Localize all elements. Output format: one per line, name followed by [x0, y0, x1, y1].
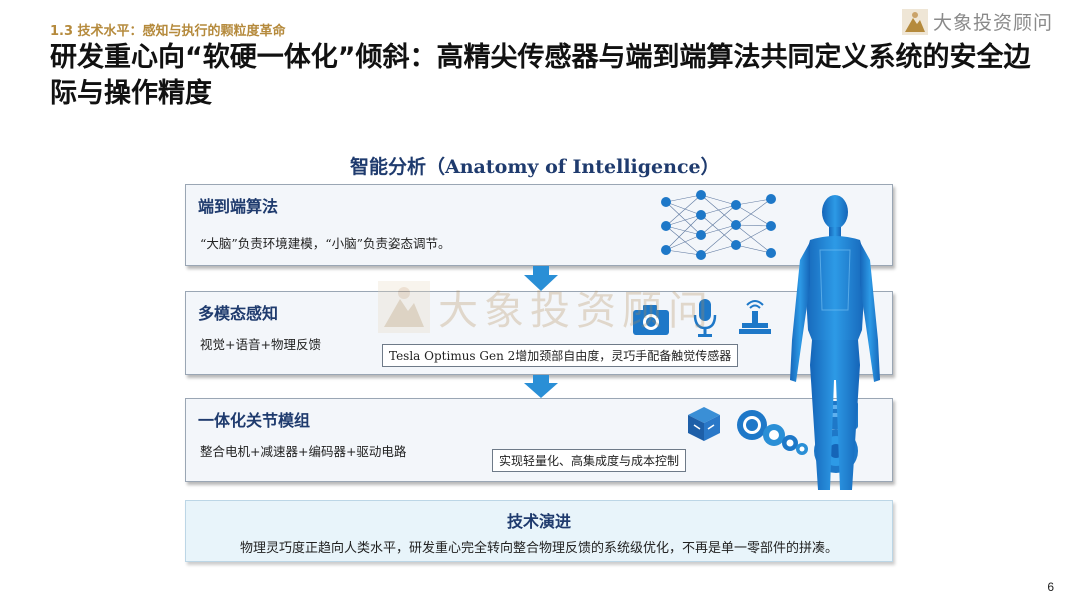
panel-end-to-end-algorithm: 端到端算法 “大脑”负责环境建模，“小脑”负责姿态调节。 [185, 184, 893, 266]
watermark-logo-icon [378, 281, 430, 333]
brand-logo: 大象投资顾问 [902, 8, 1053, 35]
tech-evolution-box: 技术演进 物理灵巧度正趋向人类水平，研发重心完全转向整合物理反馈的系统级优化，不… [185, 500, 893, 562]
panel-callout: Tesla Optimus Gen 2增加颈部自由度，灵巧手配备触觉传感器 [382, 344, 739, 367]
camera-icon [633, 305, 669, 335]
gears-icon [737, 410, 808, 455]
panel-description: 整合电机+减速器+编码器+驱动电路 [200, 444, 407, 459]
watermark-text: 大象投资顾问 [438, 288, 714, 334]
panel-description: “大脑”负责环境建模，“小脑”负责姿态调节。 [200, 236, 451, 251]
cube-module-icon [688, 407, 720, 441]
evolution-body: 物理灵巧度正趋向人类水平，研发重心完全转向整合物理反馈的系统级优化，不再是单一零… [239, 541, 838, 556]
panel-heading: 端到端算法 [198, 197, 279, 216]
diagram-title: 智能分析（Anatomy of Intelligence） [350, 156, 720, 178]
brand-name: 大象投资顾问 [933, 12, 1054, 34]
neural-network-icon [661, 190, 776, 260]
panel-heading: 一体化关节模组 [198, 411, 311, 430]
humanoid-figure-icon [790, 195, 880, 490]
flow-arrow [524, 266, 558, 291]
section-kicker: 1.3 技术水平：感知与执行的颗粒度革命 [50, 24, 286, 39]
watermark: 大象投资顾问 [378, 278, 714, 336]
panel-heading: 多模态感知 [198, 304, 279, 323]
tactile-sensor-icon [739, 300, 771, 334]
page-number: 6 [1047, 580, 1054, 594]
panel-callout: 实现轻量化、高集成度与成本控制 [492, 449, 687, 472]
panel-multimodal-perception: 多模态感知 视觉+语音+物理反馈 Tesla Optimus Gen 2增加颈部… [185, 291, 893, 375]
flow-arrow [524, 375, 558, 398]
page-title: 研发重心向“软硬一体化”倾斜：高精尖传感器与端到端算法共同定义系统的安全边际与操… [50, 42, 1031, 109]
brand-logo-icon [902, 8, 928, 35]
microphone-icon [693, 299, 717, 337]
evolution-heading: 技术演进 [506, 512, 571, 531]
panel-description: 视觉+语音+物理反馈 [200, 337, 321, 352]
